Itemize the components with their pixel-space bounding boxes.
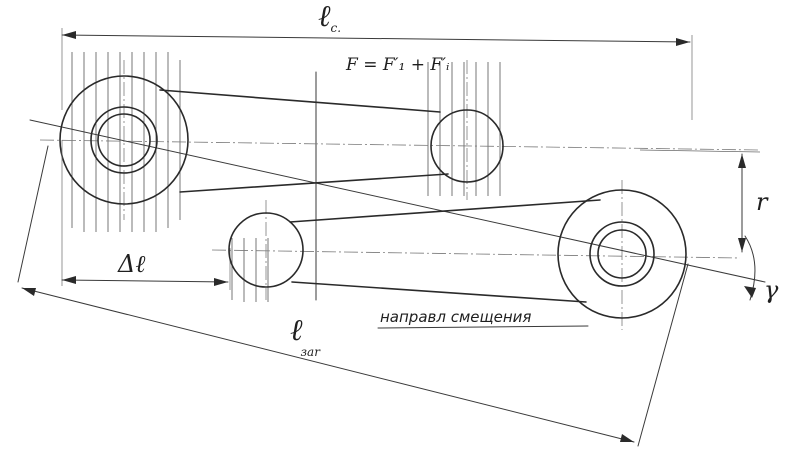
rod-upper <box>159 89 449 193</box>
label-force: F = F′₁ + F′ᵢ <box>345 55 449 75</box>
label-direction: направл смещения <box>380 308 531 326</box>
hatch-lower <box>231 238 269 302</box>
dimension-lc <box>61 28 693 120</box>
hatch-mid <box>427 62 501 196</box>
label-r: r <box>756 188 769 216</box>
label-delta-l: Δℓ <box>117 250 145 278</box>
rod-lower <box>289 199 601 303</box>
dimension-delta-l <box>61 140 229 286</box>
right-eye <box>557 189 687 319</box>
label-gamma: γ <box>764 276 779 304</box>
lower-circle <box>228 212 304 288</box>
dimension-l3ar <box>17 145 689 447</box>
vertical-lines <box>123 60 623 330</box>
label-lc: ℓc. <box>318 0 341 35</box>
axes <box>29 119 766 283</box>
direction-underline <box>377 325 589 329</box>
mid-circle <box>430 109 504 183</box>
dimension-r <box>639 149 761 253</box>
left-eye <box>59 75 189 205</box>
